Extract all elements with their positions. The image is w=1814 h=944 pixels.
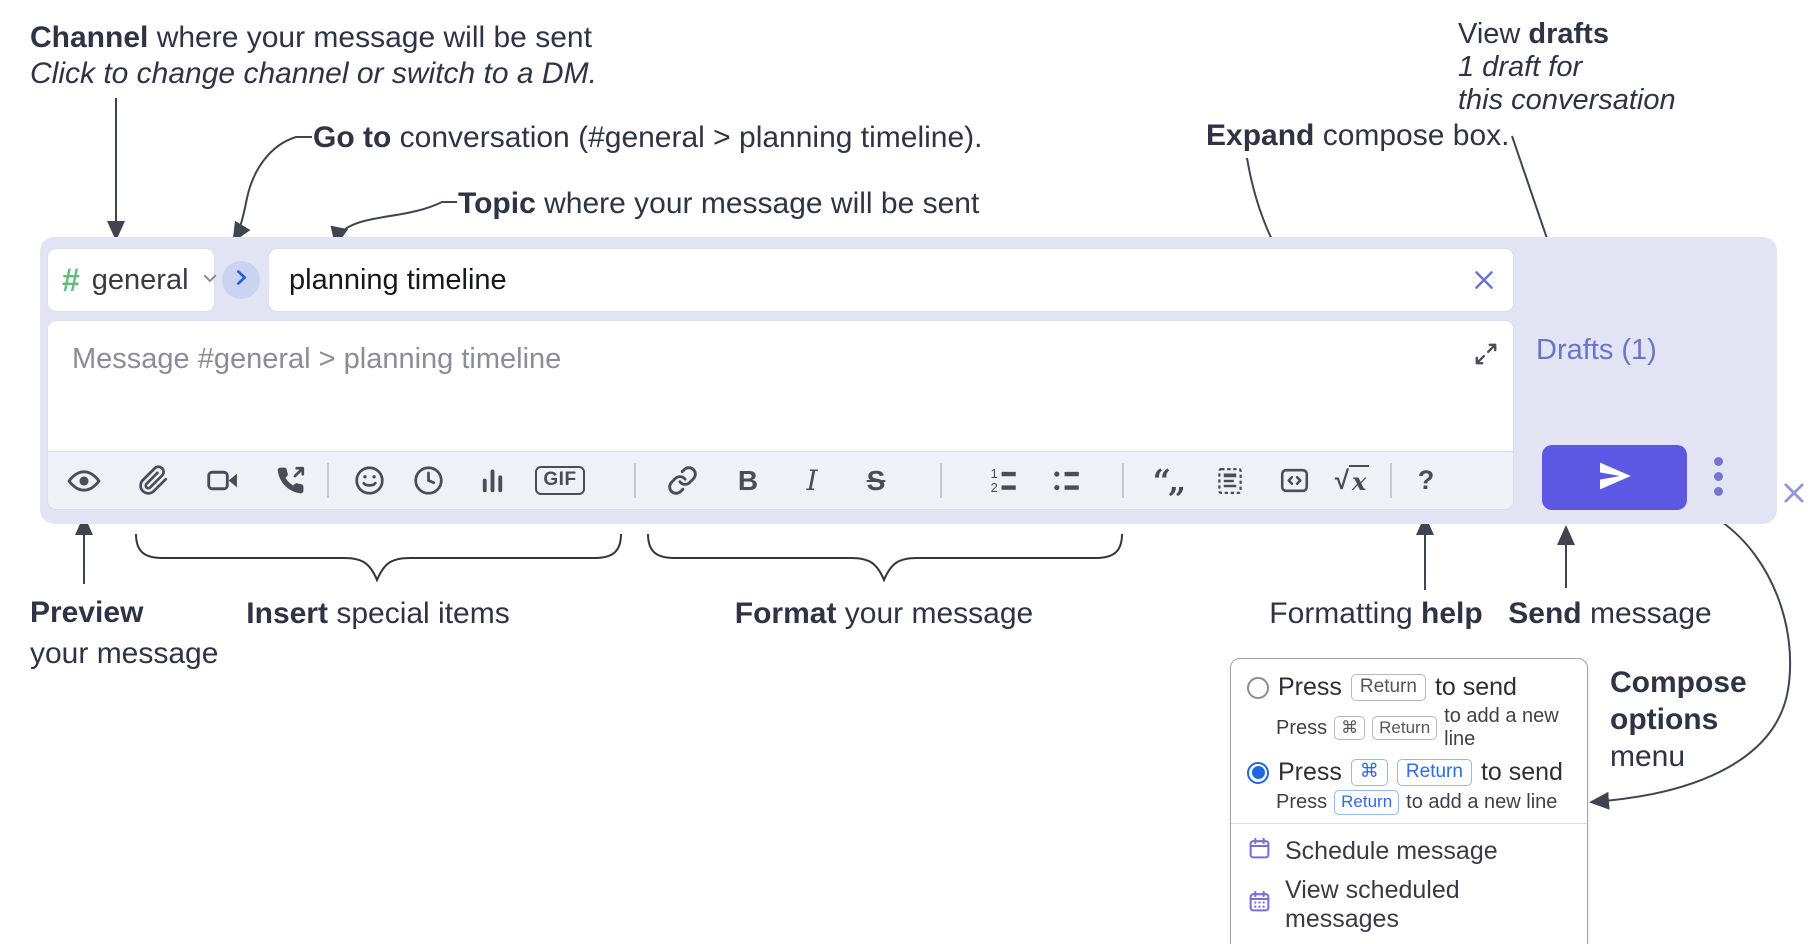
menu-item-view-scheduled[interactable]: View scheduled messages bbox=[1247, 872, 1571, 938]
insert-annotation: Insert special items bbox=[246, 597, 510, 630]
radio-selected[interactable] bbox=[1247, 761, 1269, 784]
help-icon[interactable]: ? bbox=[1417, 465, 1435, 495]
message-area bbox=[47, 320, 1514, 451]
drafts-link[interactable]: Drafts (1) bbox=[1536, 334, 1657, 366]
topic-annotation: Topic where your message will be sent bbox=[458, 187, 980, 220]
strikethrough-icon[interactable]: S bbox=[866, 464, 886, 496]
channel-annotation-rest: where your message will be sent bbox=[148, 21, 592, 54]
expand-annotation: Expand compose box. bbox=[1206, 119, 1510, 152]
send-option-cmd-return[interactable]: Press ⌘ Return to send bbox=[1247, 758, 1571, 787]
time-icon[interactable] bbox=[400, 451, 456, 510]
preview-eye-icon[interactable] bbox=[56, 451, 112, 510]
spoiler-icon[interactable] bbox=[1202, 451, 1258, 510]
kbd-cmd: ⌘ bbox=[1334, 715, 1366, 741]
schedule-calendar-icon bbox=[1247, 836, 1272, 868]
ellipsis-icon[interactable] bbox=[1714, 457, 1723, 496]
code-icon[interactable] bbox=[1266, 451, 1322, 510]
channel-annotation: Channel where your message will be sent … bbox=[30, 20, 597, 92]
brace-insert bbox=[135, 533, 622, 583]
toolbar-divider bbox=[1390, 463, 1392, 498]
scheduled-messages-icon bbox=[1247, 889, 1272, 921]
compose-toolbar bbox=[47, 451, 1514, 510]
compose-options-annotation: Compose options menu bbox=[1610, 666, 1747, 773]
menu-divider bbox=[1231, 822, 1587, 824]
math-icon[interactable]: √x bbox=[1324, 451, 1380, 510]
kbd-cmd: ⌘ bbox=[1350, 759, 1388, 786]
gif-icon[interactable]: GIF bbox=[528, 451, 592, 510]
kbd-return: Return bbox=[1372, 715, 1438, 741]
channel-selector[interactable]: # general bbox=[47, 248, 216, 312]
channel-annotation-bold: Channel bbox=[30, 21, 149, 54]
send-annotation: Send message bbox=[1508, 597, 1712, 630]
svg-text:2: 2 bbox=[990, 480, 997, 495]
bulleted-list-icon[interactable] bbox=[1038, 451, 1094, 510]
chevron-down-icon bbox=[201, 269, 219, 292]
radio-unselected[interactable] bbox=[1247, 676, 1269, 699]
toolbar-divider bbox=[634, 463, 636, 498]
brace-format bbox=[647, 533, 1123, 583]
goto-annotation: Go to conversation (#general > planning … bbox=[313, 121, 983, 154]
menu-item-schedule[interactable]: Schedule message bbox=[1247, 832, 1571, 872]
clear-topic-icon[interactable] bbox=[1471, 267, 1497, 293]
topic-input[interactable] bbox=[269, 263, 1471, 297]
bold-icon[interactable]: B bbox=[737, 464, 759, 496]
kbd-return: Return bbox=[1334, 790, 1400, 815]
drafts-annotation: View drafts 1 draft for this conversatio… bbox=[1458, 18, 1676, 116]
send-option-return[interactable]: Press Return to send bbox=[1247, 673, 1571, 702]
connector-goto bbox=[232, 136, 312, 243]
formatting-help-annotation: Formatting help bbox=[1269, 597, 1483, 630]
message-input[interactable] bbox=[70, 341, 1454, 437]
italic-icon[interactable]: I bbox=[806, 464, 818, 497]
compose-options-menu: Press Return to send Press ⌘ Return to a… bbox=[1230, 658, 1588, 944]
close-icon[interactable] bbox=[1780, 479, 1808, 507]
toolbar-divider bbox=[1122, 463, 1124, 498]
send-option-return-sub: Press ⌘ Return to add a new line bbox=[1276, 705, 1559, 750]
go-to-chevron-icon bbox=[232, 268, 251, 292]
toolbar-divider bbox=[327, 463, 329, 498]
quote-icon[interactable]: “„ bbox=[1152, 461, 1187, 500]
preview-annotation: Preview your message bbox=[30, 596, 219, 670]
kbd-return: Return bbox=[1396, 759, 1472, 786]
svg-text:1: 1 bbox=[990, 466, 997, 481]
topic-field bbox=[268, 248, 1514, 312]
expand-icon[interactable] bbox=[1473, 341, 1499, 367]
kbd-return: Return bbox=[1350, 674, 1426, 701]
channel-hash-icon: # bbox=[62, 261, 80, 298]
poll-icon[interactable] bbox=[464, 451, 520, 510]
send-icon bbox=[1595, 456, 1635, 499]
video-call-icon[interactable] bbox=[194, 451, 250, 510]
send-button[interactable] bbox=[1542, 445, 1687, 510]
channel-annotation-sub: Click to change channel or switch to a D… bbox=[30, 57, 597, 90]
emoji-icon[interactable] bbox=[341, 451, 397, 510]
link-icon[interactable] bbox=[654, 451, 710, 510]
go-to-conversation-button[interactable] bbox=[222, 261, 260, 299]
attach-paperclip-icon[interactable] bbox=[125, 451, 181, 510]
audio-call-icon[interactable] bbox=[262, 451, 318, 510]
format-annotation: Format your message bbox=[734, 597, 1034, 630]
toolbar-divider bbox=[940, 463, 942, 498]
send-option-cmd-return-sub: Press Return to add a new line bbox=[1276, 790, 1558, 815]
channel-name: general bbox=[91, 263, 189, 296]
